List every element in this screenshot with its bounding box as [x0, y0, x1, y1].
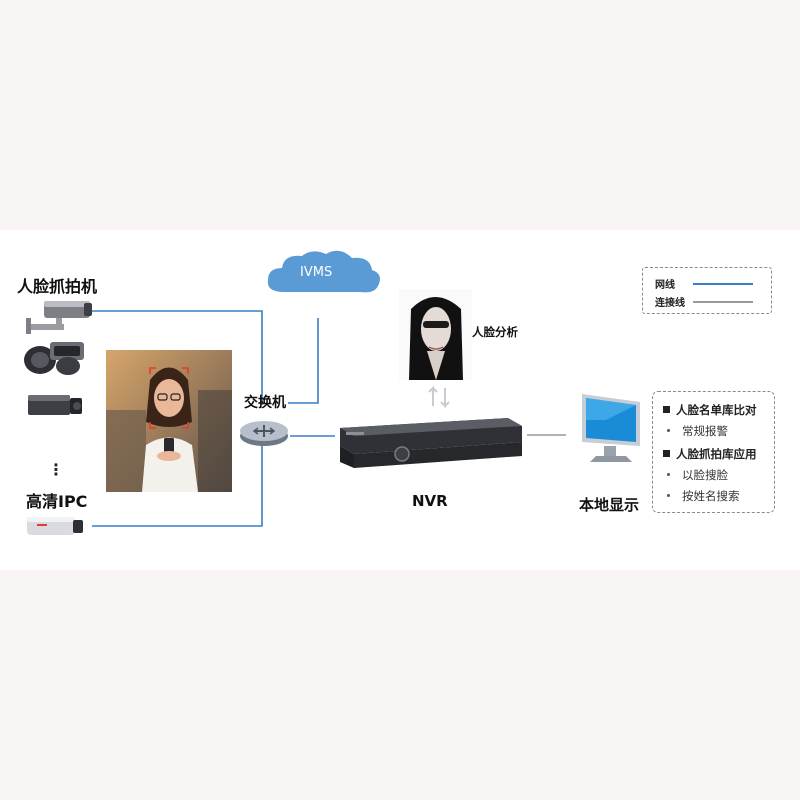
diagram-canvas: 人脸抓拍机 高清IPC ⋮ [0, 230, 800, 570]
face-analysis-label: 人脸分析 [472, 325, 518, 339]
face-analysis-image [399, 289, 472, 380]
feature-item: 以脸搜脸 [667, 467, 728, 483]
nvr-label: NVR [412, 492, 448, 510]
connection-lines [92, 310, 566, 527]
nvr-device-icon [340, 418, 522, 468]
feature-item: 常规报警 [667, 423, 728, 439]
box-camera-icon [28, 395, 82, 415]
dome-camera-icon [24, 342, 84, 375]
switch-label: 交换机 [244, 395, 286, 411]
dot-bullet-icon [667, 494, 670, 497]
wire-face-camera [92, 310, 263, 405]
ivms-label: IVMS [300, 265, 333, 280]
sync-arrows-icon [428, 385, 450, 409]
network-switch-icon [240, 421, 288, 446]
feature-list: 人脸名单库比对 常规报警 人脸抓拍库应用 以脸搜脸 按姓名搜索 [652, 391, 775, 513]
face-camera-label: 人脸抓拍机 [17, 277, 98, 296]
local-display-label: 本地显示 [579, 496, 640, 514]
monitor-icon [582, 394, 640, 462]
dot-bullet-icon [667, 429, 670, 432]
legend-network-label: 网线 [655, 280, 675, 291]
person-photo [106, 350, 232, 492]
dot-bullet-icon [667, 473, 670, 476]
legend-connection-label: 连接线 [655, 298, 685, 309]
wire-ivms [288, 318, 319, 404]
legend-network-line [693, 283, 753, 285]
bullet-camera-icon [26, 301, 92, 334]
cloud-icon [267, 250, 380, 293]
legend-connection-line [693, 301, 753, 303]
feature-section-1: 人脸名单库比对 [663, 402, 757, 418]
hd-ipc-camera-icon [27, 517, 83, 535]
wire-hd-ipc [92, 431, 263, 527]
feature-item: 按姓名搜索 [667, 488, 740, 504]
feature-section-2: 人脸抓拍库应用 [663, 446, 757, 462]
legend: 网线 连接线 [642, 267, 772, 314]
square-bullet-icon [663, 406, 670, 413]
square-bullet-icon [663, 450, 670, 457]
ellipsis-mark: ⋮ [48, 460, 64, 479]
hd-ipc-label: 高清IPC [26, 492, 88, 511]
